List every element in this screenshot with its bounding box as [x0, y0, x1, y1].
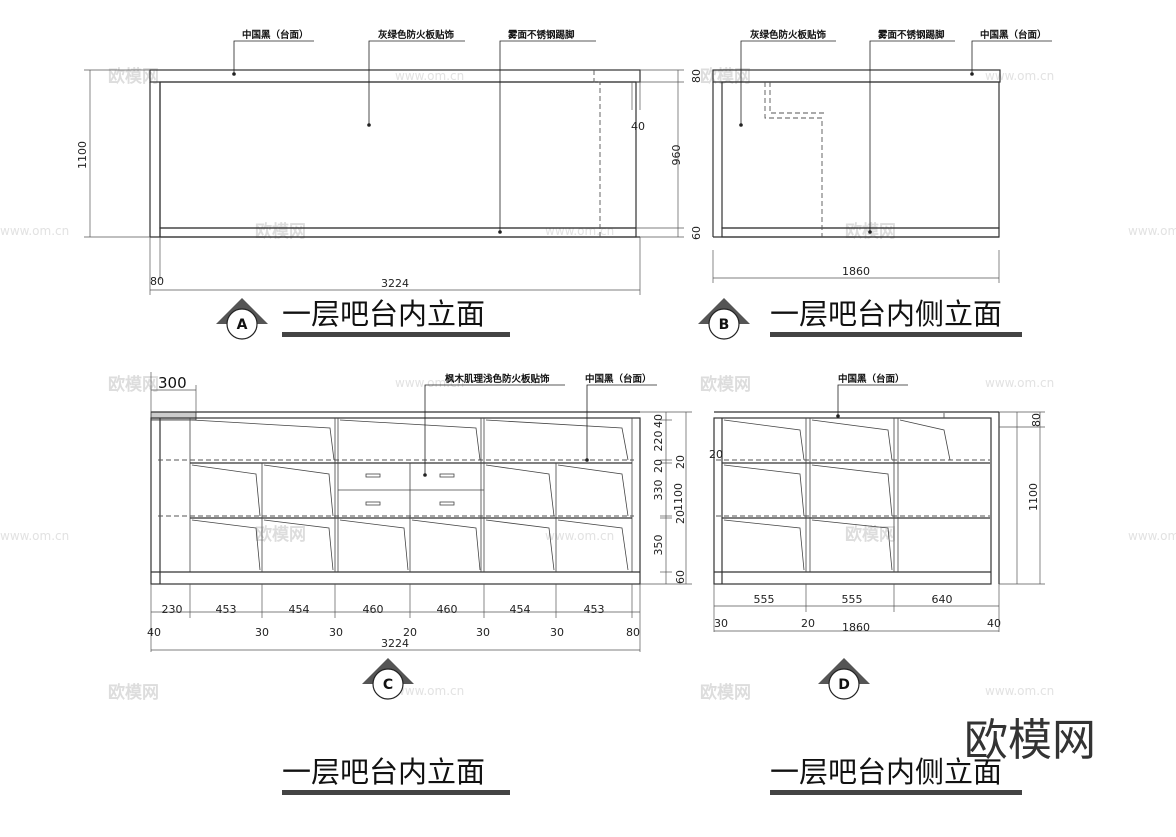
dim-column: 453 — [216, 603, 237, 616]
dim-overhang: 300 — [158, 374, 187, 392]
view-title: 一层吧台内侧立面 — [770, 297, 1002, 331]
dim-left: 80 — [150, 275, 164, 288]
dim-base: 60 — [690, 226, 703, 240]
marker-letter: D — [838, 677, 850, 693]
dim-gap: 20 — [801, 617, 815, 630]
watermark-brand: 欧模网 — [700, 682, 751, 703]
watermark-url: www.om.cn — [545, 224, 614, 238]
section-marker-circle — [226, 308, 258, 340]
label-panel: 灰绿色防火板贴饰 — [750, 29, 827, 41]
watermark-brand: 欧模网 — [700, 66, 751, 87]
dim-total: 1860 — [842, 621, 870, 634]
dim-right: 20 — [674, 510, 687, 524]
dim-gap: 30 — [714, 617, 728, 630]
marker-letter: A — [237, 317, 248, 333]
label-top-material: 中国黑（台面） — [242, 29, 309, 41]
dim-height: 1100 — [1027, 483, 1040, 511]
dim-right: 60 — [674, 570, 687, 584]
watermark-brand: 欧模网 — [108, 374, 159, 395]
watermark-url: www.om.cn — [985, 69, 1054, 83]
dim-column: 460 — [363, 603, 384, 616]
watermark-url: www.om.cn — [1128, 529, 1176, 543]
elevation-b: 灰绿色防火板贴饰 雾面不锈钢踢脚 中国黑（台面） 1860 B 一层吧台内侧立面 — [698, 29, 1052, 340]
dim-right: 350 — [652, 535, 665, 556]
watermark-url: www.om.cn — [395, 69, 464, 83]
dim-right: 20 — [652, 459, 665, 473]
view-title: 一层吧台内立面 — [282, 755, 485, 789]
watermark-url: www.om.cn — [395, 376, 464, 390]
dim-right: 1100 — [672, 483, 685, 511]
dim-gap: 30 — [255, 626, 269, 639]
watermark-brand: 欧模网 — [255, 524, 306, 545]
label-kick: 雾面不锈钢踢脚 — [877, 29, 945, 41]
elevation-a: 中国黑（台面） 灰绿色防火板贴饰 雾面不锈钢踢脚 1100 3224 80 80… — [76, 29, 703, 340]
label-panel: 枫木肌理浅色防火板贴饰 — [445, 373, 550, 385]
dim-gap: 30 — [476, 626, 490, 639]
dim-column: 640 — [932, 593, 953, 606]
watermark-brand: 欧模网 — [845, 524, 896, 545]
watermark-brand: 欧模网 — [700, 374, 751, 395]
dim-right: 20 — [674, 455, 687, 469]
elevation-c: 枫木肌理浅色防火板贴饰 中国黑（台面） 300 230 453 454 460 … — [147, 372, 692, 795]
dim-column: 230 — [162, 603, 183, 616]
dim-column: 460 — [437, 603, 458, 616]
dim-right: 330 — [652, 480, 665, 501]
dim-gap: 40 — [147, 626, 161, 639]
dim-column: 454 — [289, 603, 310, 616]
dim-gap: 20 — [403, 626, 417, 639]
hidden-line — [593, 70, 601, 237]
watermark-url: www.om.cn — [0, 529, 69, 543]
dim-width: 1860 — [842, 265, 870, 278]
watermark-brand: 欧模网 — [108, 66, 159, 87]
watermark-brand: 欧模网 — [255, 221, 306, 242]
watermark-url: www.om.cn — [1128, 224, 1176, 238]
dim-body: 960 — [670, 145, 683, 166]
dim-column: 555 — [842, 593, 863, 606]
view-title: 一层吧台内侧立面 — [770, 755, 1002, 789]
dim-width: 3224 — [381, 277, 409, 290]
dim-gap: 40 — [987, 617, 1001, 630]
label-top-material: 中国黑（台面） — [585, 373, 652, 385]
view-title: 一层吧台内立面 — [282, 297, 485, 331]
dim-notch: 40 — [631, 120, 645, 133]
watermark-brand: 欧模网 — [108, 682, 159, 703]
watermark-url: www.om.cn — [0, 224, 69, 238]
label-top-material: 中国黑（台面） — [838, 373, 905, 385]
label-kick: 雾面不锈钢踢脚 — [507, 29, 575, 41]
dim-column: 555 — [754, 593, 775, 606]
label-top-material: 中国黑（台面） — [980, 29, 1047, 41]
watermark-url: www.om.cn — [985, 684, 1054, 698]
brand-logo: 欧模网 — [964, 715, 1096, 766]
dim-column: 453 — [584, 603, 605, 616]
label-panel: 灰绿色防火板贴饰 — [378, 29, 455, 41]
marker-letter: C — [383, 677, 393, 693]
dim-column: 454 — [510, 603, 531, 616]
dim-top: 80 — [1030, 413, 1043, 427]
watermark-url: www.om.cn — [545, 529, 614, 543]
dim-left: 20 — [709, 448, 723, 461]
dim-gap: 30 — [550, 626, 564, 639]
dim-gap: 80 — [626, 626, 640, 639]
marker-letter: B — [719, 317, 730, 333]
title-underline — [282, 332, 510, 337]
dim-top: 80 — [690, 69, 703, 83]
dim-gap: 30 — [329, 626, 343, 639]
dim-right: 220 — [652, 431, 665, 452]
watermark-url: www.om.cn — [395, 684, 464, 698]
counter-body — [159, 81, 637, 229]
dim-total: 3224 — [381, 637, 409, 650]
elevation-d: 中国黑（台面） 555 555 640 30 20 40 1860 20 80 … — [709, 373, 1045, 795]
dim-right: 40 — [652, 414, 665, 428]
watermark-url: www.om.cn — [985, 376, 1054, 390]
dim-height: 1100 — [76, 141, 89, 169]
